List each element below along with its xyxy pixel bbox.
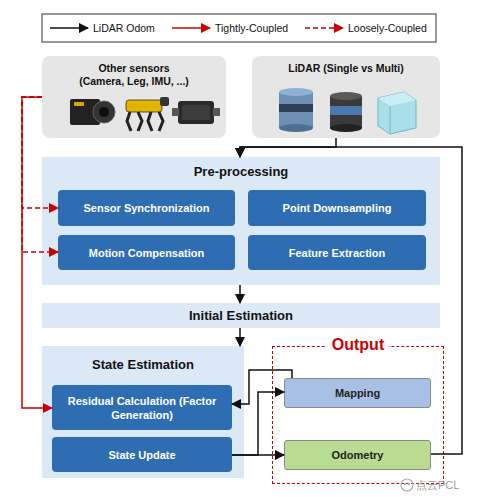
output-group: OutputMappingOdometry — [272, 346, 444, 484]
box-label: Feature Extraction — [289, 246, 386, 260]
output-box: Mapping — [284, 378, 431, 408]
heading-label: Initial Estimation — [189, 308, 293, 323]
stage-band: Pre-processingSensor Synchronization Poin… — [42, 157, 440, 285]
heading-label: Output — [327, 336, 389, 354]
box-label: State Update — [108, 448, 175, 462]
stage-band: Initial Estimation — [42, 303, 440, 328]
sensor-group-box: LiDAR (Single vs Multi) — [252, 56, 440, 138]
box-label: Residual Calculation (Factor Generation) — [58, 394, 226, 422]
connector — [239, 328, 241, 346]
legend-sample — [305, 27, 343, 29]
legend-text: LiDAR Odom — [93, 22, 155, 35]
heading-label: Other sensors (Camera, Leg, IMU, ...) — [77, 62, 191, 88]
process-box: Residual Calculation (Factor Generation) — [52, 385, 232, 430]
heading-label: Pre-processing — [42, 164, 440, 179]
process-box: State Update — [52, 437, 232, 472]
output-box: Odometry — [284, 440, 431, 470]
box-label: Motion Compensation — [89, 246, 205, 260]
connector — [240, 138, 336, 157]
connector — [239, 285, 241, 303]
process-box: Feature Extraction — [248, 235, 426, 270]
legend-frame — [42, 14, 436, 42]
box-label: Point Downsampling — [283, 201, 392, 215]
watermark: 点云PCL — [416, 478, 459, 492]
process-box: Motion Compensation — [58, 235, 235, 270]
box-label: Sensor Synchronization — [84, 201, 210, 215]
process-box: Point Downsampling — [248, 190, 426, 226]
heading-label: State Estimation — [42, 357, 244, 372]
legend-text: Tightly-Coupled — [215, 22, 288, 35]
sensor-group-box: Other sensors (Camera, Leg, IMU, ...) — [42, 56, 226, 138]
process-box: Sensor Synchronization — [58, 190, 235, 226]
legend-text: Loosely-Coupled — [348, 22, 427, 35]
watermark-icon — [401, 479, 413, 491]
legend-sample — [50, 27, 88, 29]
heading-label: LiDAR (Single vs Multi) — [252, 62, 440, 75]
box-label: Odometry — [332, 448, 384, 462]
stage-band: State EstimationResidual Calculation (Fa… — [42, 346, 244, 478]
box-label: Mapping — [335, 386, 380, 400]
legend-sample — [172, 27, 210, 29]
